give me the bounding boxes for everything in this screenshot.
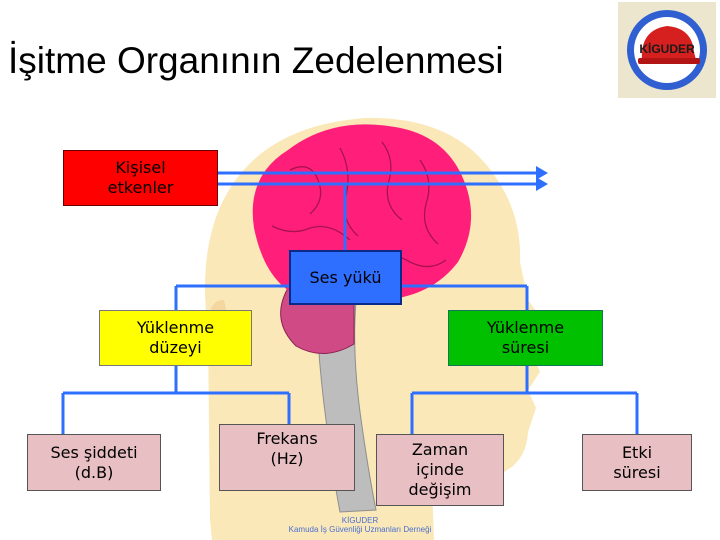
- sound-intensity-box: Ses şiddeti (d.B): [27, 434, 161, 491]
- personal-factors-box: Kişisel etkenler: [63, 150, 218, 206]
- footer: KİGUDER Kamuda İş Güvenliği Uzmanları De…: [250, 516, 470, 534]
- exposure-time-box: Etki süresi: [582, 434, 692, 491]
- load-duration-box: Yüklenme süresi: [448, 310, 603, 366]
- kiguder-logo: KİGUDER: [618, 2, 716, 98]
- connector-lines: [61, 171, 639, 434]
- arrow-head-lower: [536, 177, 548, 191]
- footer-org: KİGUDER: [341, 516, 379, 525]
- page-title: İşitme Organının Zedelenmesi: [8, 40, 504, 81]
- logo-text: KİGUDER: [639, 42, 695, 56]
- noise-load-box: Ses yükü: [289, 250, 402, 305]
- time-variation-box: Zaman içinde değişim: [376, 434, 504, 506]
- arrow-head-upper: [536, 166, 548, 180]
- frequency-box: Frekans (Hz): [219, 424, 355, 491]
- footer-org-full: Kamuda İş Güvenliği Uzmanları Derneği: [288, 525, 432, 534]
- load-level-box: Yüklenme düzeyi: [99, 310, 252, 366]
